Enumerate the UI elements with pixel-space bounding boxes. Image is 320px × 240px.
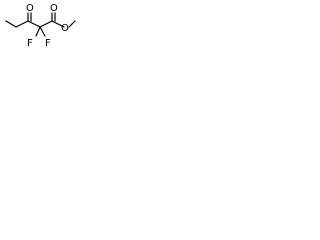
- fluorine-left-label: F: [27, 38, 33, 49]
- bond-cf2-ester-c: [39, 20, 53, 28]
- bond-ester-c-o-single: [51, 20, 65, 28]
- ester-carbonyl-oxygen-label: O: [50, 3, 58, 14]
- carbonyl-oxygen-label: O: [26, 3, 34, 14]
- bond-ch3-ch2: [5, 20, 17, 28]
- bond-cf2-f-left: [35, 26, 41, 37]
- bond-ketone-c-cf2: [27, 20, 41, 28]
- chemical-structure-diagram: O F F O O: [5, 3, 76, 49]
- ester-oxygen-label: O: [61, 23, 69, 34]
- fluorine-right-label: F: [45, 38, 51, 49]
- bond-ch2-c-ketone: [15, 20, 29, 28]
- bond-o-methyl: [68, 20, 76, 28]
- molecule-canvas: O F F O O: [0, 0, 78, 64]
- bond-cf2-f-right: [39, 26, 46, 37]
